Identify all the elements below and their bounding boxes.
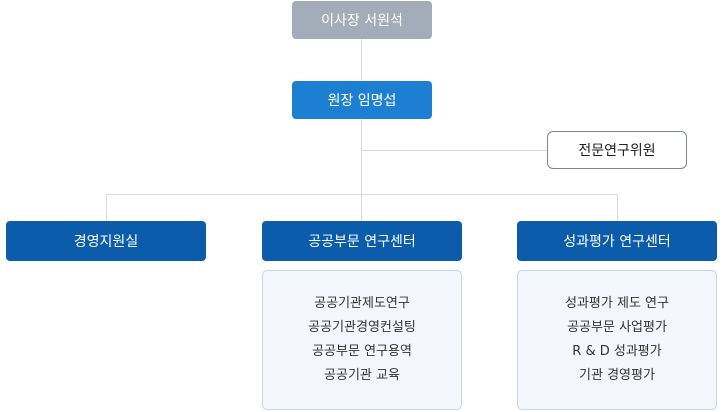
dept-label: 성과평가 연구센터 [563,234,671,250]
duty-item: 공공기관경영컨설팅 [308,320,416,335]
duty-item: 성과평가 제도 연구 [565,296,669,311]
dept-public-sector-research: 공공부문 연구센터 [262,221,462,261]
duty-item: 기관 경영평가 [579,368,655,383]
duty-item: 공공기관제도연구 [314,296,410,311]
duty-item: 공공부문 연구용역 [312,344,412,359]
connector-advisory-branch [361,150,547,151]
dept-label: 경영지원실 [73,234,139,250]
director-label: 원장 임명섭 [327,93,397,109]
duty-item: R & D 성과평가 [572,344,662,359]
chair-node: 이사장 서원석 [292,1,432,39]
chair-label: 이사장 서원석 [321,13,403,29]
duties-panel-public-sector: 공공기관제도연구 공공기관경영컨설팅 공공부문 연구용역 공공기관 교육 [262,270,462,410]
dept-performance-evaluation: 성과평가 연구센터 [517,221,717,261]
dept-management-support: 경영지원실 [6,221,206,261]
connector-director-trunk [361,119,362,194]
connector-drop-dept-2 [361,194,362,221]
connector-drop-dept-1 [106,194,107,221]
advisory-label: 전문연구위원 [578,143,656,159]
dept-label: 공공부문 연구센터 [308,234,416,250]
duties-panel-performance-evaluation: 성과평가 제도 연구 공공부문 사업평가 R & D 성과평가 기관 경영평가 [517,270,717,410]
connector-horizontal-bus [106,194,618,195]
duty-item: 공공기관 교육 [324,368,400,383]
connector-chair-director [361,39,362,81]
director-node: 원장 임명섭 [292,81,432,119]
connector-drop-dept-3 [617,194,618,221]
duty-item: 공공부문 사업평가 [567,320,667,335]
advisory-node: 전문연구위원 [547,131,687,169]
